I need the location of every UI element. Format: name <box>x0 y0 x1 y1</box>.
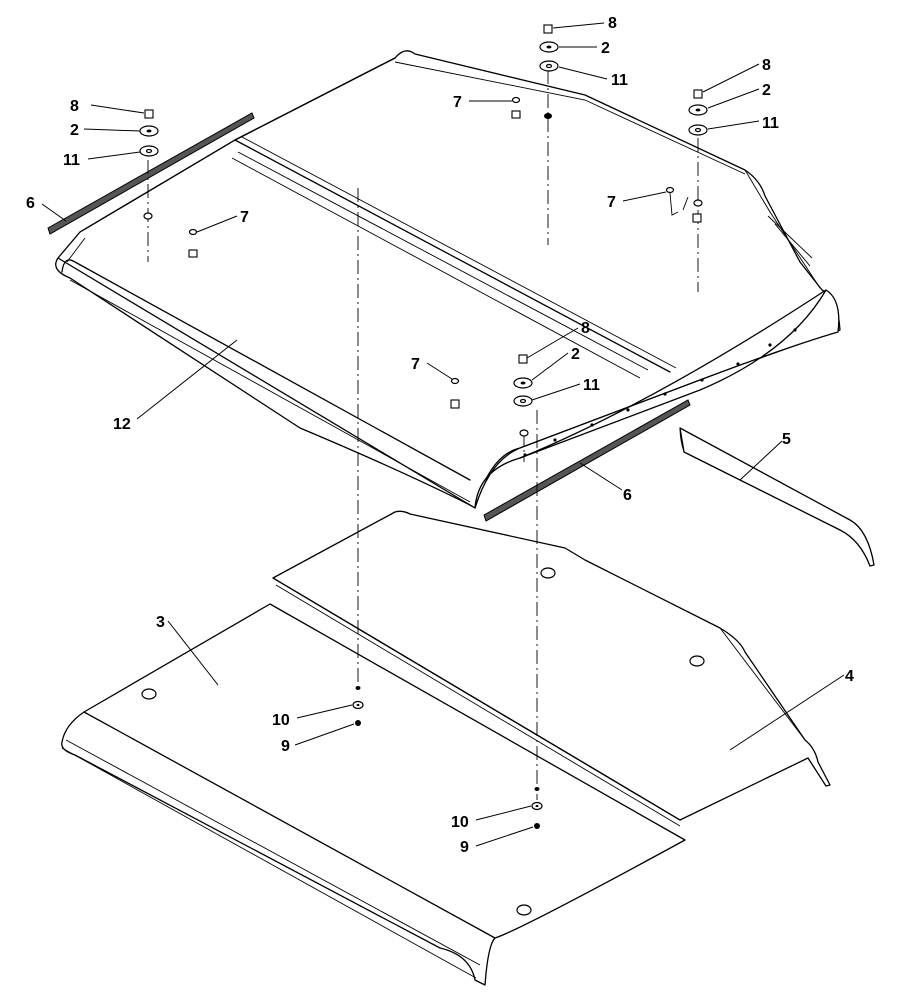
bottom-fasteners <box>352 686 543 829</box>
callout-2: 2 <box>762 82 771 99</box>
callout-7: 7 <box>607 194 616 211</box>
callout-11: 11 <box>63 152 80 169</box>
hardware-stack-d <box>513 354 533 437</box>
hardware-stack-b <box>539 24 559 119</box>
studs <box>188 96 689 409</box>
callout-8: 8 <box>762 57 771 74</box>
callout-12: 12 <box>113 416 131 433</box>
seal-strip-right <box>483 399 691 522</box>
canopy-roof <box>55 50 841 509</box>
callout-9: 9 <box>460 839 469 856</box>
callout-4: 4 <box>845 668 854 685</box>
hardware-stack-a <box>139 109 159 220</box>
callout-5: 5 <box>782 431 791 448</box>
callout-3: 3 <box>156 614 165 631</box>
callout-2: 2 <box>601 40 610 57</box>
callout-10: 10 <box>272 712 290 729</box>
callout-6: 6 <box>26 195 35 212</box>
leader-lines <box>41 22 845 847</box>
callout-9: 9 <box>281 738 290 755</box>
callout-labels: 8 2 11 6 8 2 11 7 8 2 11 7 7 7 8 2 11 12… <box>26 15 854 856</box>
side-plate <box>679 427 875 567</box>
callout-7: 7 <box>240 209 249 226</box>
hardware-stack-c <box>688 89 708 223</box>
callout-8: 8 <box>608 15 617 32</box>
callout-7: 7 <box>411 356 420 373</box>
callout-11: 11 <box>762 115 779 132</box>
seal-strip-left <box>47 112 255 235</box>
callout-2: 2 <box>70 122 79 139</box>
callout-10: 10 <box>451 814 469 831</box>
edge-holes <box>523 328 797 457</box>
callout-8: 8 <box>581 320 590 337</box>
floor-panel-upper <box>272 510 831 827</box>
callout-2: 2 <box>571 346 580 363</box>
callout-6: 6 <box>623 487 632 504</box>
callout-7: 7 <box>453 94 462 111</box>
callout-11: 11 <box>583 377 600 394</box>
callout-11: 11 <box>611 72 628 89</box>
callout-8: 8 <box>70 98 79 115</box>
floor-panel-lower <box>61 603 686 986</box>
